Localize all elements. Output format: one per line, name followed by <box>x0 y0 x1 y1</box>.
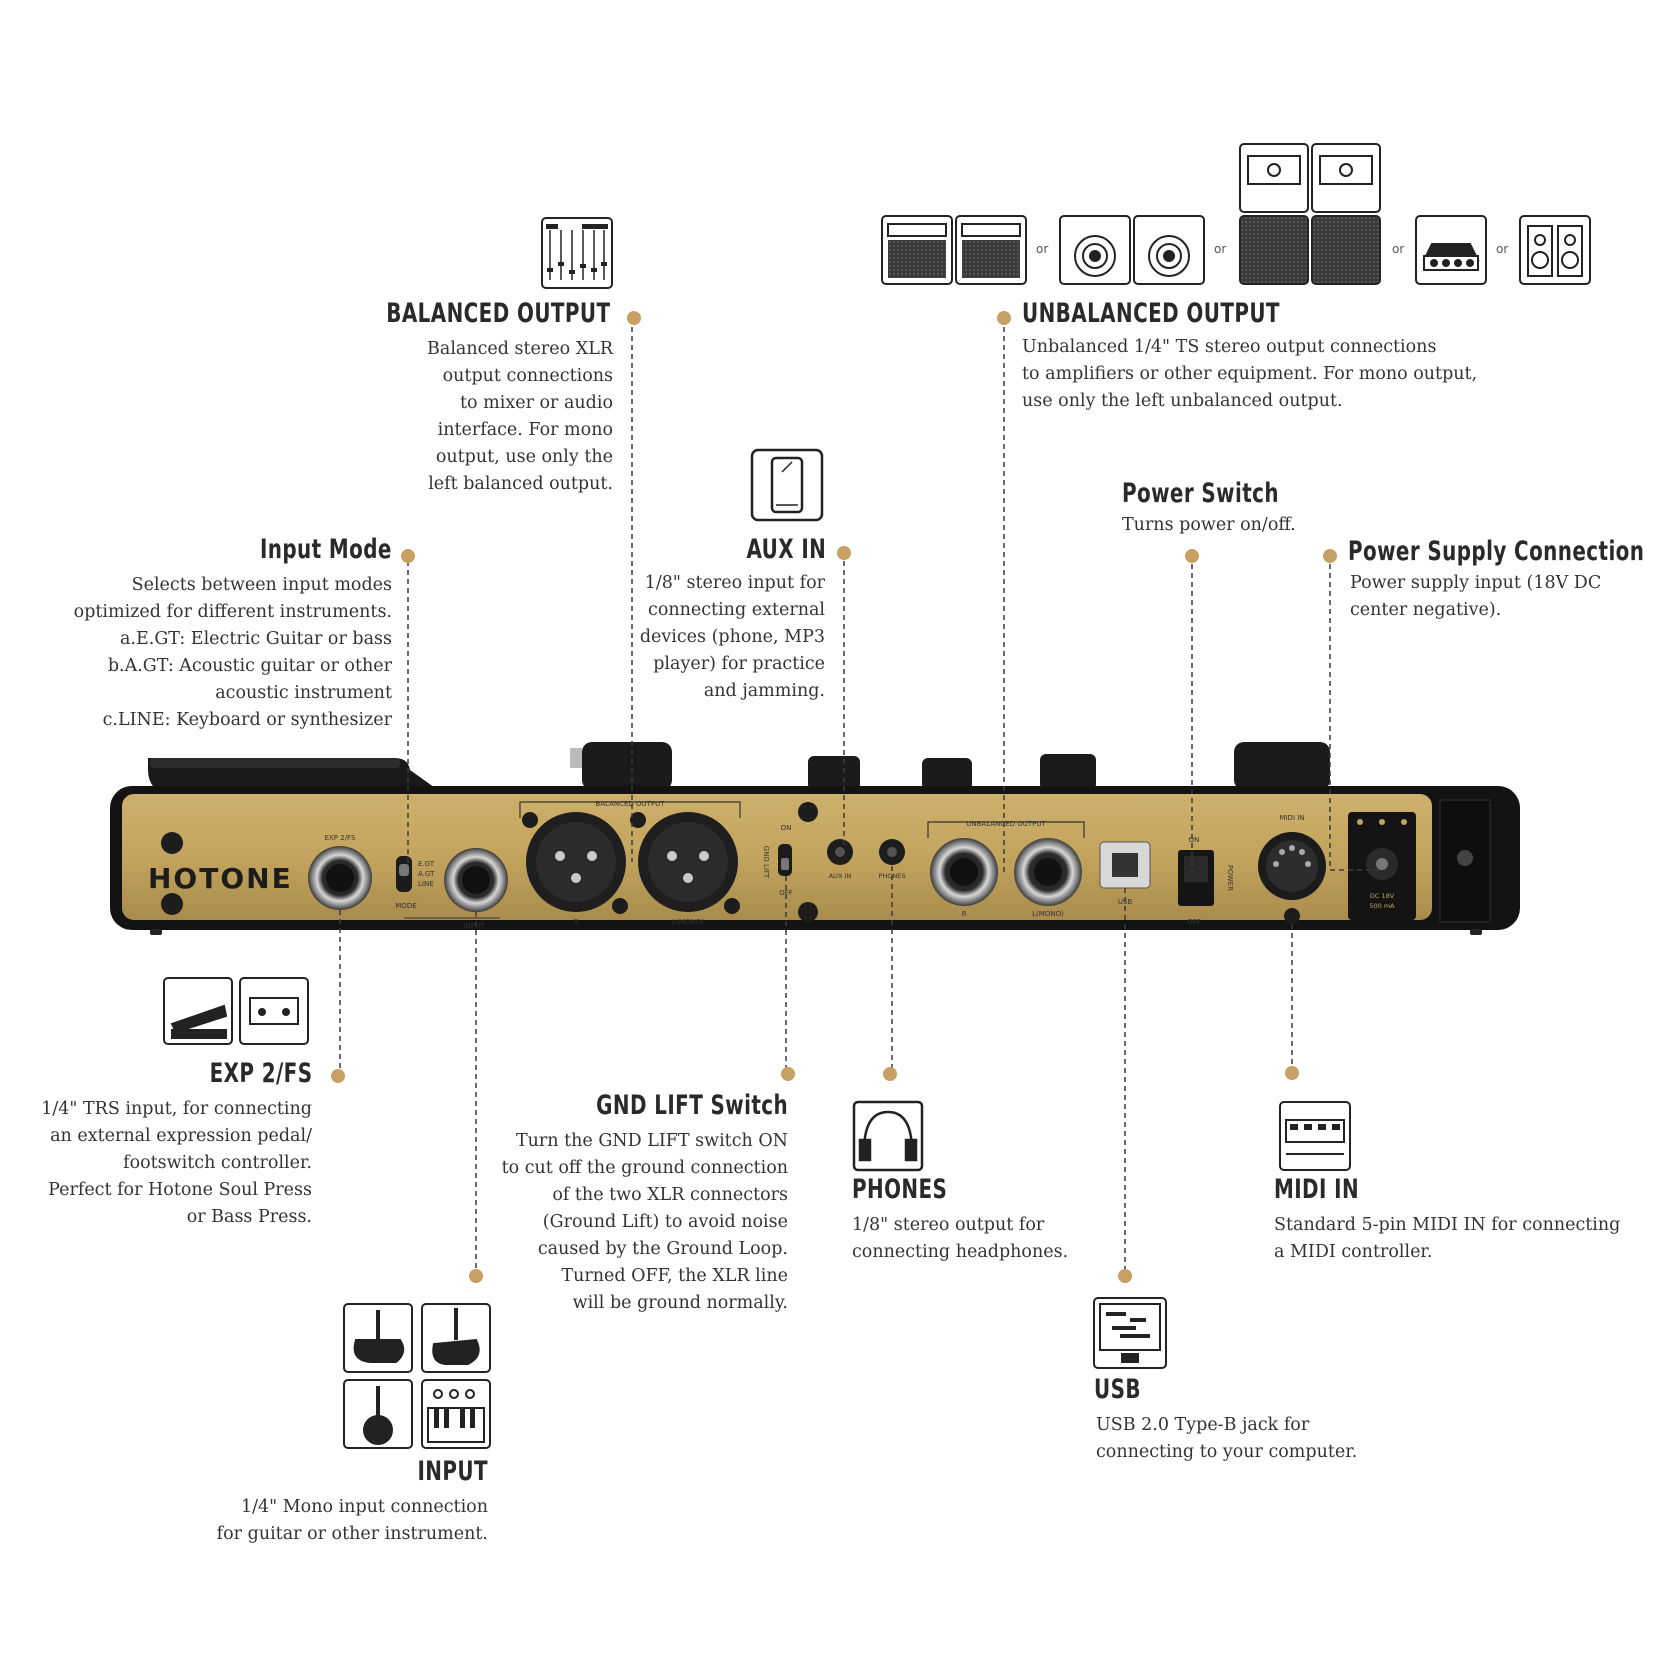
input-desc: 1/4" Mono input connection for guitar or… <box>216 1497 488 1544</box>
svg-text:INPUT: INPUT <box>464 922 486 930</box>
svg-text:POWER: POWER <box>1226 865 1234 891</box>
input-mode-title: Input Mode <box>260 534 392 565</box>
svg-text:L(MONO): L(MONO) <box>1032 910 1064 918</box>
exp-icons <box>163 977 309 1045</box>
amp-head-cabinet-icon <box>1239 143 1381 285</box>
usb-desc: USB 2.0 Type-B jack for connecting to yo… <box>1096 1415 1358 1462</box>
phones-title: PHONES <box>852 1174 948 1205</box>
bass-amp-icon <box>1059 215 1205 285</box>
or-separator: or <box>1392 242 1405 256</box>
svg-text:UNBALANCED OUTPUT: UNBALANCED OUTPUT <box>966 820 1046 828</box>
svg-text:LINE: LINE <box>418 880 434 888</box>
leader-dots <box>331 311 1337 1283</box>
balanced-output-title: BALANCED OUTPUT <box>385 298 610 329</box>
svg-text:ON: ON <box>1189 836 1200 844</box>
computer-daw-icon <box>1093 1297 1167 1369</box>
midi-controller-icon <box>1279 1101 1351 1171</box>
acoustic-guitar-icon <box>343 1379 413 1449</box>
input-title: INPUT <box>417 1456 488 1487</box>
power-amp-icon <box>1415 215 1487 285</box>
bass-guitar-icon <box>421 1303 491 1373</box>
unbalanced-output-title: UNBALANCED OUTPUT <box>1022 298 1280 329</box>
svg-text:AUX IN: AUX IN <box>829 872 852 880</box>
amp-icons-row <box>881 143 1591 285</box>
svg-text:BALANCED OUTPUT: BALANCED OUTPUT <box>595 800 665 808</box>
keyboard-synth-icon <box>421 1379 491 1449</box>
svg-text:R: R <box>574 918 579 926</box>
svg-text:R: R <box>962 910 967 918</box>
input-mode-desc: Selects between input modes optimized fo… <box>73 575 392 730</box>
balanced-output-desc: Balanced stereo XLR output connections t… <box>427 339 613 494</box>
power-supply-title: Power Supply Connection <box>1348 536 1645 567</box>
svg-text:GND LIFT: GND LIFT <box>762 846 770 879</box>
svg-text:E.GT: E.GT <box>418 860 435 868</box>
aux-in-title: AUX IN <box>746 534 826 565</box>
exp-fs-title: EXP 2/FS <box>209 1058 312 1089</box>
power-switch-desc: Turns power on/off. <box>1122 515 1296 535</box>
svg-text:500 mA: 500 mA <box>1369 902 1395 910</box>
unbalanced-output-desc: Unbalanced 1/4" TS stereo output connect… <box>1022 337 1478 411</box>
power-supply-desc: Power supply input (18V DC center negati… <box>1350 573 1602 620</box>
combo-amp-icon <box>881 215 1027 285</box>
exp-fs-desc: 1/4" TRS input, for connecting an extern… <box>41 1099 312 1227</box>
midi-in-desc: Standard 5-pin MIDI IN for connecting a … <box>1274 1215 1621 1262</box>
usb-title: USB <box>1094 1374 1141 1405</box>
mixer-icon <box>541 217 613 289</box>
svg-text:A.GT: A.GT <box>418 870 435 878</box>
svg-text:MODE: MODE <box>395 902 416 910</box>
footswitch-icon <box>239 977 309 1045</box>
svg-text:EXP 2/FS: EXP 2/FS <box>325 834 356 842</box>
gnd-lift-desc: Turn the GND LIFT switch ON to cut off t… <box>501 1131 788 1313</box>
or-separator: or <box>1036 242 1049 256</box>
phones-desc: 1/8" stereo output for connecting headph… <box>852 1215 1069 1262</box>
gnd-lift-title: GND LIFT Switch <box>596 1090 788 1121</box>
svg-text:OFF: OFF <box>1187 918 1201 926</box>
svg-text:OFF: OFF <box>779 889 793 897</box>
phone-icon <box>750 448 824 522</box>
or-separator: or <box>1496 242 1509 256</box>
electric-guitar-icon <box>343 1303 413 1373</box>
leader-lines <box>339 318 1382 1276</box>
svg-text:DC 18V: DC 18V <box>1370 892 1395 900</box>
or-separator: or <box>1214 242 1227 256</box>
svg-text:ON: ON <box>781 824 792 832</box>
midi-in-title: MIDI IN <box>1274 1174 1360 1205</box>
input-icons <box>343 1303 491 1449</box>
headphones-icon <box>852 1100 924 1172</box>
svg-text:L(MONO): L(MONO) <box>672 918 704 926</box>
svg-text:MIDI IN: MIDI IN <box>1279 814 1304 822</box>
hotone-device: HOTONE EXP 2/FS E.GT A.GT LINE MODE INPU… <box>110 742 1520 935</box>
studio-monitor-icon <box>1519 215 1591 285</box>
power-switch-title: Power Switch <box>1122 478 1279 509</box>
aux-in-desc: 1/8" stereo input for connecting externa… <box>639 573 825 701</box>
brand-logo: HOTONE <box>148 862 293 895</box>
expression-pedal-icon <box>163 977 233 1045</box>
